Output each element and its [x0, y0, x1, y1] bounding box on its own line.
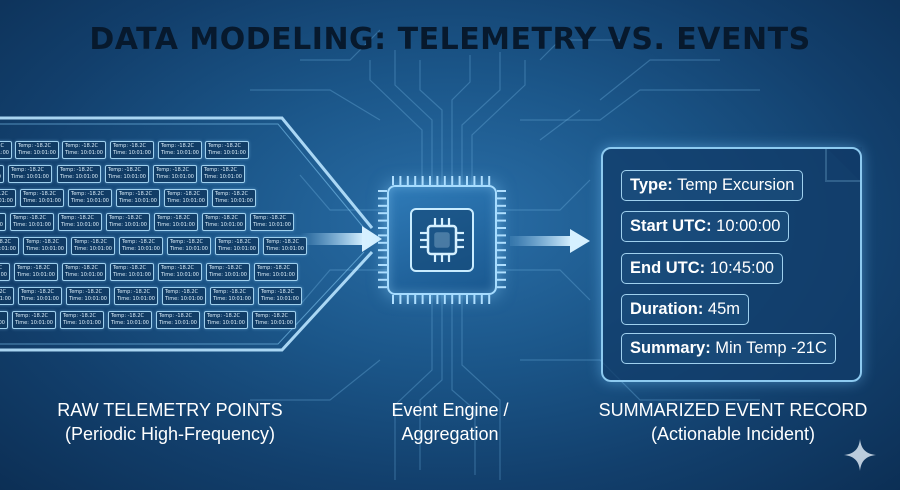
circuit-trace	[250, 89, 381, 121]
event-field-start: Start UTC: 10:00:00	[621, 211, 790, 242]
event-field-duration: Duration: 45m	[621, 294, 750, 325]
circuit-trace	[419, 60, 443, 185]
arrow-right-icon	[510, 229, 590, 253]
circuit-trace	[599, 59, 720, 101]
raw-telemetry-title: RAW TELEMETRY POINTS	[57, 400, 283, 420]
circuit-trace	[419, 295, 443, 470]
chip-core	[410, 208, 474, 272]
circuit-trace	[299, 269, 387, 306]
sparkle-icon	[844, 439, 876, 471]
event-field-summary: Summary: Min Temp -21C	[621, 333, 836, 364]
circuit-trace	[250, 359, 381, 401]
circuit-trace	[394, 295, 433, 480]
circuit-trace	[461, 295, 501, 480]
raw-telemetry-label: RAW TELEMETRY POINTS (Periodic High-Freq…	[40, 398, 300, 446]
circuit-trace	[300, 29, 381, 61]
event-record-title: SUMMARIZED EVENT RECORD	[598, 400, 868, 420]
arrow-right-icon	[300, 226, 382, 252]
circuit-trace	[451, 55, 471, 185]
circuit-trace	[471, 60, 526, 185]
event-record-card: Type: Temp Excursion Start UTC: 10:00:00…	[601, 147, 862, 382]
circuit-trace	[520, 89, 760, 121]
circuit-trace	[497, 269, 591, 301]
circuit-trace	[299, 174, 387, 211]
processor-chip-icon	[387, 185, 497, 295]
cpu-core-icon	[420, 218, 464, 262]
circuit-trace	[539, 109, 581, 141]
event-engine-title: Event Engine /	[391, 400, 509, 420]
event-engine-subtitle: Aggregation	[401, 424, 499, 444]
circuit-trace	[539, 39, 620, 61]
raw-telemetry-subtitle: (Periodic High-Frequency)	[64, 424, 276, 444]
event-field-type: Type: Temp Excursion	[621, 170, 804, 201]
event-record-subtitle: (Actionable Incident)	[650, 424, 816, 444]
circuit-trace	[369, 60, 423, 185]
event-field-end: End UTC: 10:45:00	[621, 253, 783, 284]
circuit-trace	[394, 50, 433, 185]
event-record-label: SUMMARIZED EVENT RECORD (Actionable Inci…	[588, 398, 878, 446]
funnel-outline	[0, 116, 374, 352]
event-engine-label: Event Engine / Aggregation	[360, 398, 540, 446]
circuit-trace	[497, 179, 591, 211]
circuit-trace	[461, 52, 501, 185]
circuit-trace	[451, 295, 476, 475]
page-title: DATA MODELING: TELEMETRY VS. EVENTS	[89, 22, 811, 57]
